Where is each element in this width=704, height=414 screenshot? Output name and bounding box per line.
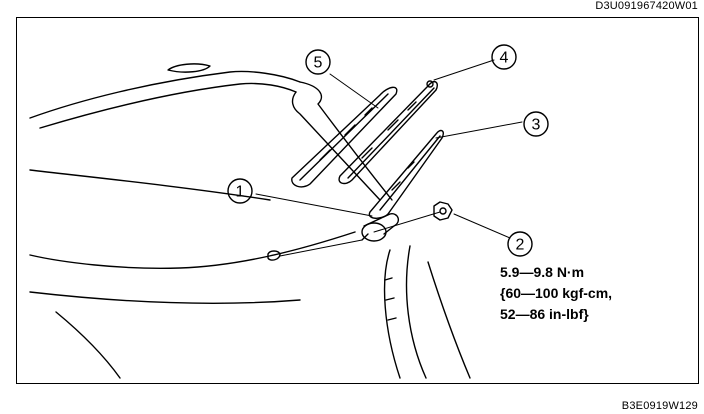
callout-circle-2 xyxy=(507,231,533,257)
illustration-frame xyxy=(16,17,699,384)
torque-kgf-cm: {60—100 kgf-cm, xyxy=(500,285,613,301)
document-code-top: D3U091967420W01 xyxy=(595,0,698,12)
body-grommet xyxy=(267,250,281,261)
document-code-bottom: B3E0919W129 xyxy=(621,400,698,412)
wiper-arm-part-3 xyxy=(368,129,445,219)
callout-circle-3 xyxy=(523,111,549,137)
callout-label-3: 3 xyxy=(532,117,541,134)
leader-lines xyxy=(255,59,523,257)
callout-label-1: 1 xyxy=(236,184,245,201)
callout-label-5: 5 xyxy=(314,55,323,72)
callout-label-2: 2 xyxy=(516,237,525,254)
nut-part-2 xyxy=(433,201,453,221)
high-mount-light xyxy=(167,63,211,73)
liftgate-outline xyxy=(29,70,471,379)
callout-label-4: 4 xyxy=(500,50,509,67)
torque-in-lbf: 52—86 in-lbf} xyxy=(500,306,589,322)
pivot-cap-part-1 xyxy=(361,213,400,242)
torque-nm: 5.9—9.8 N·m xyxy=(500,264,585,280)
callout-circle-1 xyxy=(227,178,253,204)
torque-specification: 5.9—9.8 N·m {60—100 kgf-cm, 52—86 in-lbf… xyxy=(500,262,612,325)
wiper-blade-part-5 xyxy=(291,86,398,188)
wiper-blade-part-4 xyxy=(338,80,438,185)
callout-circle-5 xyxy=(305,49,331,75)
callout-circle-4 xyxy=(491,44,517,70)
